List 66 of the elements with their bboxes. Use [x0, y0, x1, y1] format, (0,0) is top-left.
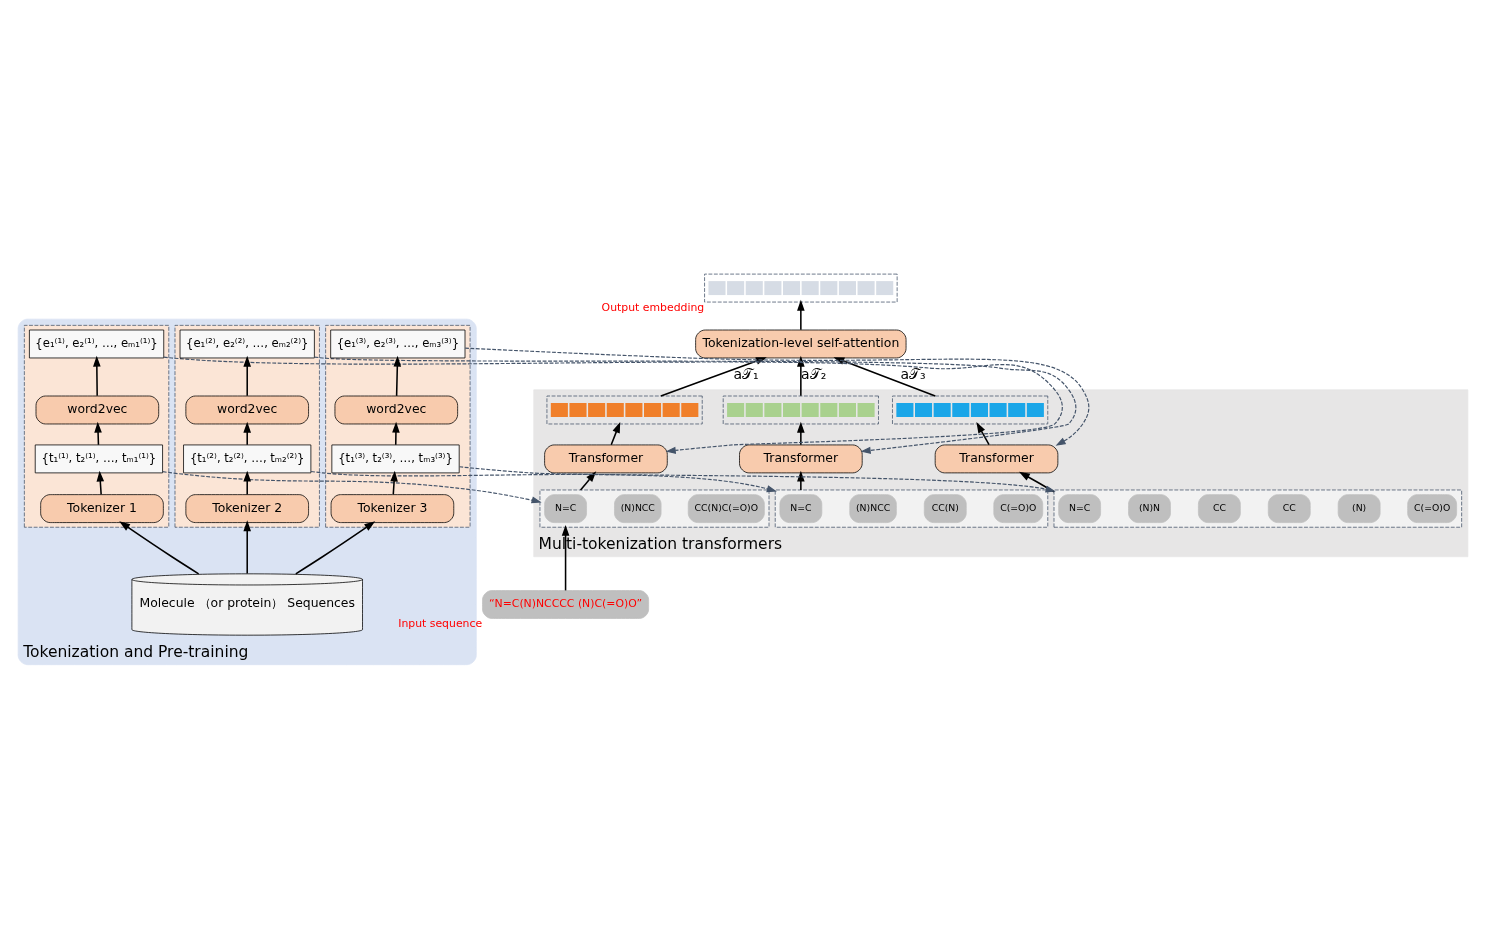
arrow: [797, 299, 805, 331]
arrow: [797, 421, 805, 445]
node-box: Transformer: [544, 444, 668, 473]
arrow: [93, 355, 101, 397]
arrow: [243, 355, 252, 397]
node-box: (N): [1337, 493, 1381, 523]
node-bar: [704, 273, 898, 302]
node-box: {e₁⁽¹⁾, e₂⁽¹⁾, …, eₘ₁⁽¹⁾}: [29, 329, 165, 358]
cluster: [325, 324, 471, 528]
arrow: [243, 470, 252, 495]
node-label: Input sequence: [398, 616, 483, 630]
cluster: [539, 489, 770, 528]
node-bar: [892, 395, 1049, 424]
node-box: {e₁⁽³⁾, e₂⁽³⁾, …, eₘ₃⁽³⁾}: [330, 329, 466, 358]
node-box: (N)N: [1128, 493, 1171, 523]
node-label: Output embedding: [601, 300, 705, 314]
node-box: C(=O)O: [993, 493, 1044, 523]
node-box: C(=O)O: [1407, 493, 1457, 523]
edge-label: a𝒯₂: [801, 365, 827, 382]
node-box: (N)NCC: [614, 493, 662, 523]
arrow: [797, 470, 805, 491]
arrow: [393, 355, 402, 397]
node-bar: [722, 395, 879, 424]
arrow: [94, 421, 102, 445]
arrow: [392, 421, 400, 445]
cluster: [23, 324, 170, 528]
arrow: [310, 470, 777, 492]
arrow: [295, 520, 376, 575]
node-box: word2vec: [35, 395, 160, 424]
arrow: [243, 421, 252, 445]
arrow: [1018, 471, 1055, 493]
node-bar: [546, 395, 703, 424]
edge-label: a𝒯₃: [900, 365, 926, 382]
cluster: [174, 324, 320, 528]
arrow: [458, 465, 1056, 493]
node-box: N=C: [1058, 493, 1101, 523]
node-box: Tokenizer 2: [185, 493, 309, 523]
node-box: CC(N)C(=O)O: [687, 493, 765, 523]
cluster: [1053, 489, 1463, 528]
node-box: N=C: [779, 493, 823, 523]
arrow: [162, 470, 542, 503]
node-box: Transformer: [934, 444, 1059, 473]
node-box: Tokenizer 3: [330, 493, 455, 523]
node-box: N=C: [544, 493, 587, 523]
arrow: [119, 520, 200, 575]
node-box: word2vec: [334, 395, 459, 424]
arrow: [561, 524, 570, 591]
arrow: [243, 519, 252, 574]
node-box: CC: [1198, 493, 1241, 523]
node-box: (N)NCC: [849, 493, 897, 523]
arrow: [579, 470, 597, 491]
node-box: Transformer: [739, 444, 863, 473]
node-box: word2vec: [185, 395, 309, 424]
node-box: {e₁⁽²⁾, e₂⁽²⁾, …, eₘ₂⁽²⁾}: [179, 329, 315, 358]
node-box: CC: [1267, 493, 1311, 523]
cluster: [774, 489, 1049, 528]
node-box: {t₁⁽³⁾, t₂⁽³⁾, …, tₘ₃⁽³⁾}: [331, 444, 460, 473]
node-box: Tokenization-level self-attention: [695, 329, 907, 358]
node-box: “N=C(N)NCCCC (N)C(=O)O”: [482, 589, 650, 619]
node-box: {t₁⁽²⁾, t₂⁽²⁾, …, tₘ₂⁽²⁾}: [183, 444, 312, 473]
edge-label: a𝒯₁: [733, 365, 759, 382]
arrow: [610, 421, 621, 445]
node-box: CC(N): [923, 493, 967, 523]
node-box: Tokenizer 1: [40, 493, 164, 523]
node-box: {t₁⁽¹⁾, t₂⁽¹⁾, …, tₘ₁⁽¹⁾}: [34, 444, 163, 473]
arrow: [797, 355, 805, 397]
